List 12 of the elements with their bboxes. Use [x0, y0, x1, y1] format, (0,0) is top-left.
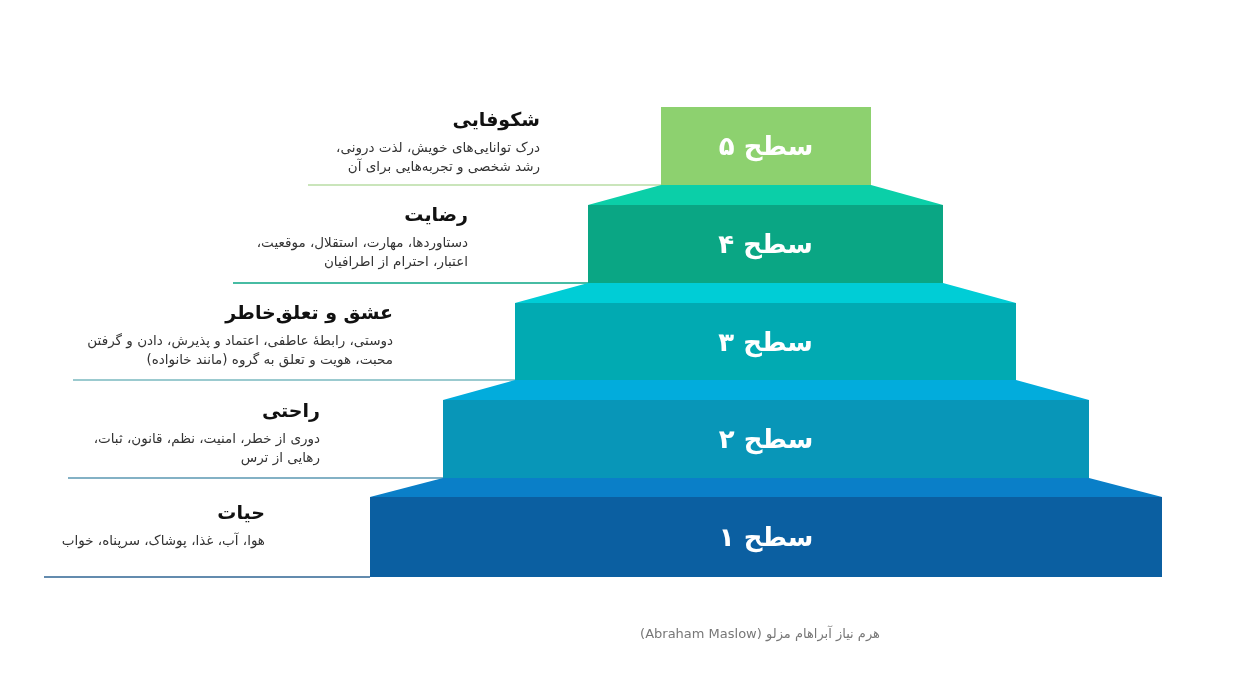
level-description: هوا، آب، غذا، پوشاک، سرپناه، خواب: [60, 531, 265, 550]
level-heading: حیات: [217, 501, 265, 523]
caption: هرم نیاز آبراهام مزلو (Abraham Maslow): [639, 626, 881, 641]
level-heading: شکوفایی: [452, 108, 540, 130]
pyramid-step: سطح ۵: [661, 107, 871, 185]
level-heading: عشق و تعلق‌خاطر: [225, 301, 393, 323]
level-description: دستاوردها، مهارت، استقلال، موقعیت، اعتبار، احترام از اطرافیان: [255, 233, 468, 271]
level-description: درک توانایی‌های خویش، لذت درونی، رشد شخصی و تجربه‌هایی برای آن: [335, 138, 540, 176]
level-heading: راحتی: [261, 399, 320, 421]
level-description: دوری از خطر، امنیت، نظم، قانون، ثبات، رهایی از ترس: [92, 429, 320, 467]
level-description: دوستی، رابطهٔ عاطفی، اعتماد و پذیرش، دادن و گرفتن محبت، هویت و تعلق به گروه (مانند خانواده): [86, 331, 393, 369]
level-heading: رضایت: [404, 203, 468, 225]
